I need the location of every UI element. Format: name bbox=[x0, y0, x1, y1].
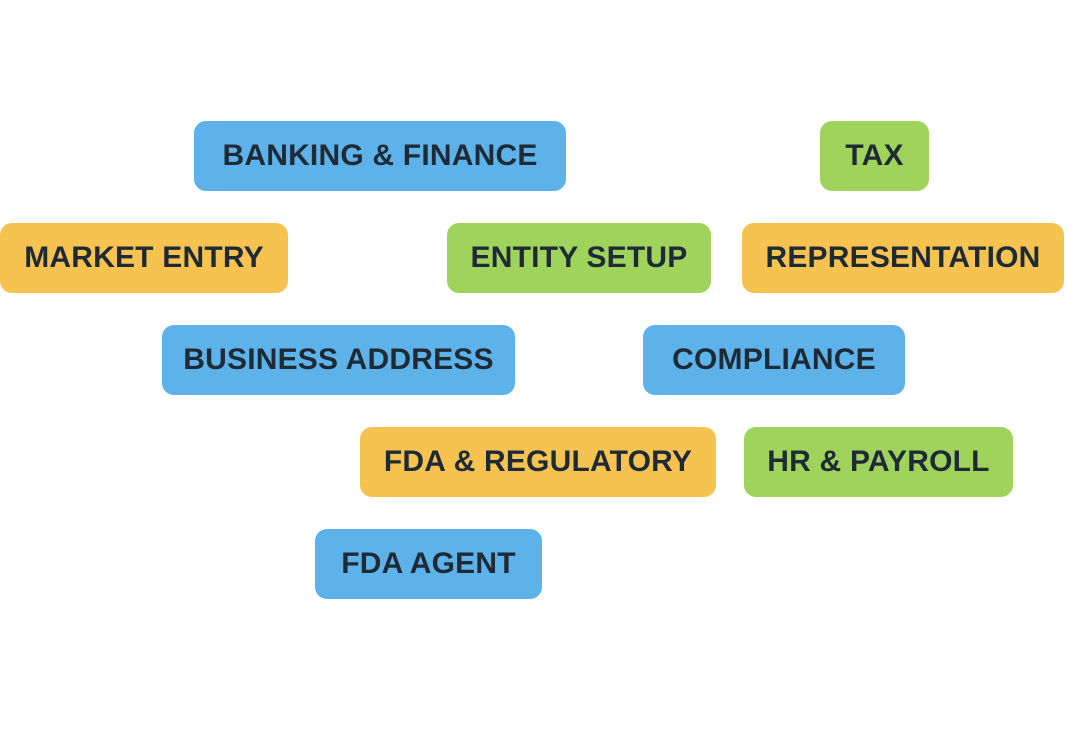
tag-compliance[interactable]: COMPLIANCE bbox=[643, 325, 905, 395]
tag-hr-payroll[interactable]: HR & PAYROLL bbox=[744, 427, 1013, 497]
tag-label: HR & PAYROLL bbox=[767, 445, 990, 478]
tag-label: REPRESENTATION bbox=[765, 241, 1041, 274]
tag-label: FDA & REGULATORY bbox=[383, 445, 693, 478]
tag-label: FDA AGENT bbox=[341, 547, 516, 580]
tag-label: TAX bbox=[845, 139, 904, 172]
tag-label: BANKING & FINANCE bbox=[222, 139, 538, 172]
tag-entity-setup[interactable]: ENTITY SETUP bbox=[447, 223, 711, 293]
tag-label: MARKET ENTRY bbox=[24, 241, 264, 274]
tag-fda-regulatory[interactable]: FDA & REGULATORY bbox=[360, 427, 716, 497]
tag-tax[interactable]: TAX bbox=[820, 121, 929, 191]
tag-label: BUSINESS ADDRESS bbox=[183, 343, 494, 376]
tag-business-address[interactable]: BUSINESS ADDRESS bbox=[162, 325, 515, 395]
tag-banking-finance[interactable]: BANKING & FINANCE bbox=[194, 121, 566, 191]
tag-representation[interactable]: REPRESENTATION bbox=[742, 223, 1064, 293]
tag-label: COMPLIANCE bbox=[672, 343, 876, 376]
tag-fda-agent[interactable]: FDA AGENT bbox=[315, 529, 542, 599]
tag-label: ENTITY SETUP bbox=[470, 241, 688, 274]
tag-market-entry[interactable]: MARKET ENTRY bbox=[0, 223, 288, 293]
